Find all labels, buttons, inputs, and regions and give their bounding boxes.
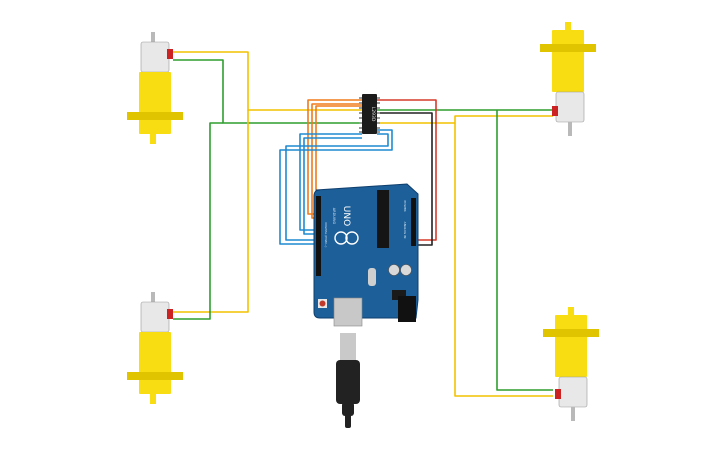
wire-yellow-br[interactable] [454,123,553,397]
arduino-uno[interactable]: UNO ARDUINO DIGITAL (PWM~) ANALOG IN POW… [313,183,419,428]
wire-blue-4[interactable] [303,137,362,235]
ic-body [362,94,377,134]
wire-yellow-tr[interactable] [377,115,553,124]
motor-shaft [151,32,155,44]
motor-output-shaft [150,134,156,144]
ic-label: L293D [370,107,376,122]
usb-socket [333,297,363,327]
wire-red-vcc[interactable] [377,99,437,241]
atmega-chip [377,190,389,248]
wire-green-bl[interactable] [173,122,223,320]
motor-terminal [552,106,558,116]
capacitor-2 [400,264,412,276]
wire-blue-2[interactable] [285,133,389,241]
motor-mount [127,112,183,120]
wire-yellow-bl[interactable] [173,110,249,313]
motor-top-right[interactable] [540,22,596,136]
voltage-regulator [392,290,406,300]
motor-gearbox [139,332,171,394]
wire-orange-1[interactable] [307,99,362,215]
usb-cable-connector [340,333,356,363]
capacitor-1 [388,264,400,276]
motor-can [555,91,585,123]
motor-mount [540,44,596,52]
arduino-sub-label: ARDUINO [332,208,336,225]
arduino-logo: UNO ARDUINO [332,206,359,245]
motor-output-shaft [568,307,574,317]
wire-black-gnd[interactable] [377,112,433,246]
motor-terminal [555,389,561,399]
usb-cable-plug [336,360,360,404]
motor-mount [127,372,183,380]
motor-terminal [167,309,173,319]
motor-gearbox [139,72,171,134]
motor-terminal [167,49,173,59]
motor-shaft [151,292,155,304]
power-header-label: POWER [403,200,407,211]
usb-cable-wire [345,414,351,428]
arduino-brand: UNO [341,206,351,226]
motor-shaft [571,407,575,421]
wire-yellow-tl[interactable] [173,51,362,111]
motor-top-left[interactable] [127,32,183,144]
wire-blue-3[interactable] [299,133,362,231]
motor-can [140,301,170,333]
motor-mount [543,329,599,337]
motor-gearbox [552,30,584,92]
ic-pins [359,97,380,133]
usb-cable-strain [342,402,354,416]
motor-output-shaft [565,22,571,32]
crystal [368,268,376,286]
analog-header [411,198,416,246]
arduino-board [313,183,419,319]
reset-button-cap[interactable] [319,300,326,307]
wire-blue-1[interactable] [279,129,393,245]
wire-green-tl[interactable] [173,59,362,124]
motor-output-shaft [150,394,156,404]
motor-can [140,41,170,73]
motor-bottom-left[interactable] [127,292,183,404]
motor-bottom-right[interactable] [543,307,599,421]
driver-ic[interactable]: L293D [359,94,380,134]
analog-header-label: ANALOG IN [403,222,407,239]
motor-can [558,376,588,408]
power-jack [398,296,416,322]
digital-header-label: DIGITAL (PWM~) [324,223,328,248]
motor-gearbox [555,315,587,377]
digital-header [316,196,321,276]
motor-shaft [568,122,572,136]
wire-green-br[interactable] [496,110,553,391]
